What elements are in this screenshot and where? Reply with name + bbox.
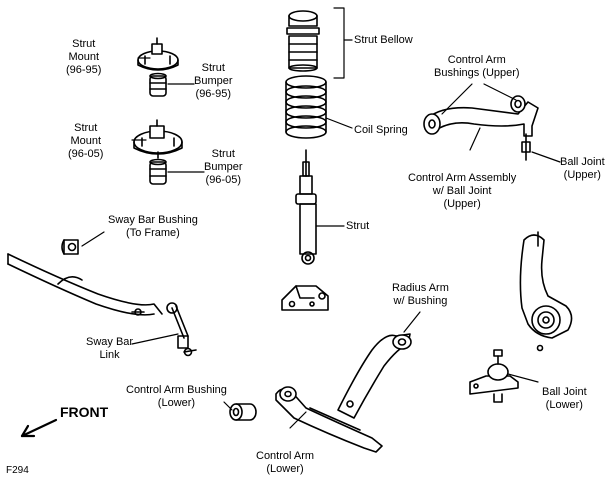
strut-mount-9695-part bbox=[137, 37, 179, 71]
ball-joint-lower-part bbox=[469, 349, 519, 403]
label-text: Sway Bar Bushing (To Frame) bbox=[108, 214, 198, 239]
sway-bar-bushing-part bbox=[61, 239, 79, 255]
label-text: Ball Joint (Upper) bbox=[560, 156, 605, 181]
strut-bracket-part bbox=[281, 285, 329, 311]
label-sway-bar-bushing: Sway Bar Bushing (To Frame) bbox=[108, 214, 198, 240]
label-text: Control Arm Bushings (Upper) bbox=[434, 54, 520, 79]
label-radius-arm: Radius Arm w/ Bushing bbox=[392, 282, 449, 308]
label-text: Sway Bar Link bbox=[86, 336, 134, 361]
label-control-arm-bushings-upper: Control Arm Bushings (Upper) bbox=[434, 54, 520, 80]
strut-bumper-9605-part bbox=[149, 158, 167, 185]
label-control-arm-assembly: Control Arm Assembly w/ Ball Joint (Uppe… bbox=[408, 172, 516, 211]
label-ball-joint-lower: Ball Joint (Lower) bbox=[542, 386, 587, 412]
label-text: Control Arm Assembly w/ Ball Joint (Uppe… bbox=[408, 172, 517, 210]
label-text: Ball Joint (Lower) bbox=[542, 386, 587, 411]
label-text: Strut Mount (96-95) bbox=[66, 38, 102, 76]
label-text: Radius Arm w/ Bushing bbox=[392, 282, 449, 307]
strut-bumper-9695-part bbox=[149, 72, 167, 97]
label-strut: Strut bbox=[346, 220, 370, 232]
label-coil-spring: Coil Spring bbox=[354, 124, 408, 136]
lower-control-arm-part bbox=[275, 386, 383, 453]
front-arrow bbox=[20, 418, 58, 438]
label-text: Control Arm (Lower) bbox=[256, 450, 315, 475]
label-control-arm-bushing-lower: Control Arm Bushing (Lower) bbox=[126, 384, 227, 410]
steering-knuckle-part bbox=[519, 231, 573, 352]
label-text: Control Arm Bushing (Lower) bbox=[126, 384, 227, 409]
sway-bar-link-part bbox=[131, 302, 197, 357]
label-front: FRONT bbox=[60, 404, 109, 420]
label-ball-joint-upper: Ball Joint (Upper) bbox=[560, 156, 605, 182]
radius-arm-part bbox=[337, 333, 412, 419]
figure-code: F294 bbox=[6, 465, 29, 476]
label-strut-bumper-9605: Strut Bumper (96-05) bbox=[204, 148, 243, 187]
strut-part bbox=[295, 149, 317, 265]
label-text: Strut Bumper (96-95) bbox=[194, 62, 233, 100]
upper-control-arm-part bbox=[423, 95, 539, 161]
sway-bar-part bbox=[7, 253, 163, 316]
label-strut-bellow: Strut Bellow bbox=[354, 34, 413, 46]
leader-lines bbox=[81, 7, 561, 429]
label-text: Strut Mount (96-05) bbox=[68, 122, 104, 160]
strut-mount-9605-part bbox=[133, 119, 183, 159]
label-strut-mount-9695: Strut Mount (96-95) bbox=[66, 38, 101, 77]
label-control-arm-lower: Control Arm (Lower) bbox=[256, 450, 314, 476]
label-text: Strut Bumper (96-05) bbox=[204, 148, 243, 186]
label-strut-bumper-9695: Strut Bumper (96-95) bbox=[194, 62, 233, 101]
control-arm-bushing-lower-part bbox=[229, 403, 257, 421]
label-strut-mount-9605: Strut Mount (96-05) bbox=[68, 122, 103, 161]
coil-spring-part bbox=[285, 75, 327, 139]
strut-bellow-part bbox=[286, 10, 320, 72]
label-sway-bar-link: Sway Bar Link bbox=[86, 336, 133, 362]
